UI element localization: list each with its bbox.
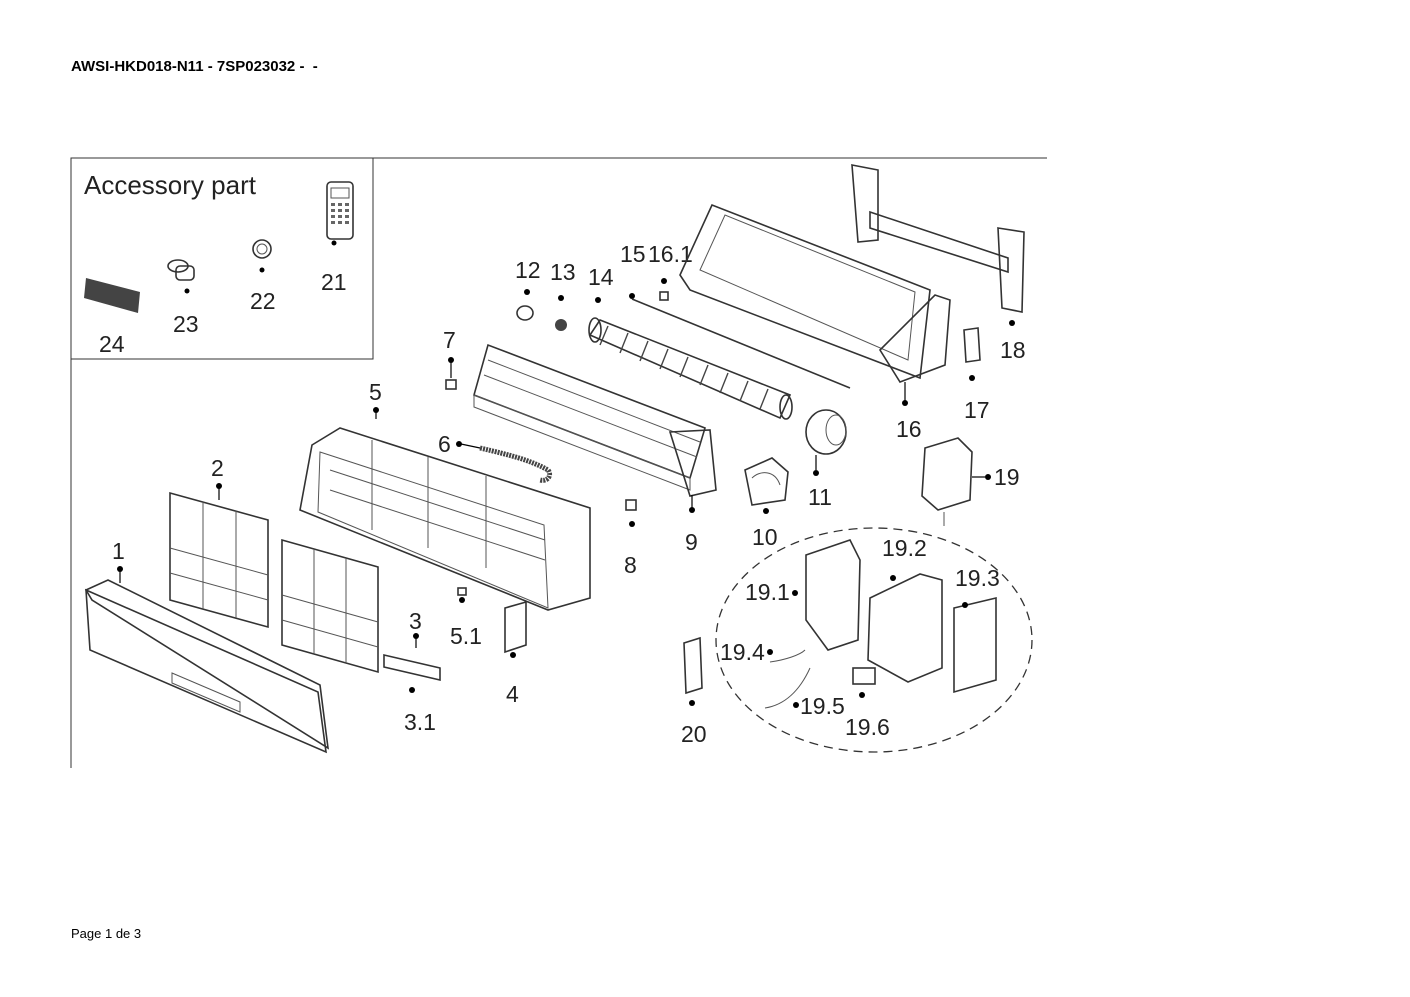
part-19-3-cover-plate [953, 596, 997, 694]
label-15: 15 [620, 241, 646, 267]
label-8: 8 [624, 552, 637, 578]
label-19-1: 19.1 [745, 579, 790, 605]
part-5-1-clip [457, 587, 467, 603]
part-1-front-panel [84, 566, 330, 754]
label-9: 9 [685, 529, 698, 555]
part-19-2-pcb [867, 573, 943, 683]
part-17-bracket [963, 327, 981, 381]
label-23: 23 [173, 311, 199, 337]
part-19-6-terminal-block [852, 667, 876, 698]
detail-ellipse [715, 527, 1033, 753]
label-20: 20 [681, 721, 707, 747]
part-24-air-freshening-filter [84, 278, 140, 313]
document-title: AWSI-HKD018-N11 - 7SP023032 - - [71, 58, 318, 75]
part-4-electric-box-cover [504, 600, 527, 658]
label-13: 13 [550, 259, 576, 285]
part-15-swing-link [629, 293, 851, 389]
part-11-fan-motor [805, 409, 847, 476]
label-10: 10 [752, 524, 778, 550]
label-19-5: 19.5 [800, 693, 845, 719]
part-23-drain-elbow [167, 259, 195, 294]
part-20-display-unit [683, 636, 703, 706]
label-17: 17 [964, 397, 990, 423]
part-22-ring [252, 239, 272, 273]
label-3: 3 [409, 608, 422, 634]
label-12: 12 [515, 257, 541, 283]
label-21: 21 [321, 269, 347, 295]
label-19-2: 19.2 [882, 535, 927, 561]
label-24: 24 [99, 331, 125, 357]
part-12-bearing-holder [516, 289, 534, 321]
part-9-evaporator [473, 343, 717, 513]
page-footer: Page 1 de 3 [71, 926, 142, 941]
label-22: 22 [250, 288, 276, 314]
part-6-drain-hose [456, 441, 553, 483]
part-13-bearing [555, 295, 567, 331]
label-19-3: 19.3 [955, 565, 1000, 591]
label-19: 19 [994, 464, 1020, 490]
part-16-1-clip [659, 278, 669, 301]
label-11: 11 [808, 484, 832, 510]
part-19-electric-control-box [921, 437, 991, 526]
label-7: 7 [443, 327, 456, 353]
part-3-display-board [383, 633, 441, 693]
part-10-motor-holder [744, 457, 789, 514]
accessory-box: Accessory part [70, 157, 374, 360]
part-19-4-sensor-wire [767, 649, 806, 663]
part-5-chassis [299, 407, 591, 611]
label-19-4: 19.4 [720, 639, 765, 665]
part-7-screw [445, 357, 457, 390]
label-19-6: 19.6 [845, 714, 890, 740]
part-8-sensor [625, 499, 637, 527]
part-16-housing [679, 203, 951, 406]
part-21-remote-controller [326, 181, 354, 246]
label-5: 5 [369, 379, 382, 405]
label-18: 18 [1000, 337, 1026, 363]
label-1: 1 [112, 538, 125, 564]
label-16: 16 [896, 416, 922, 442]
part-2-air-filter [169, 483, 379, 674]
part-14-cross-flow-fan [588, 297, 793, 420]
part-19-5-sensor-wire [764, 667, 811, 709]
part-18-installation-plate [851, 164, 1025, 326]
label-3-1: 3.1 [404, 709, 436, 735]
label-14: 14 [588, 264, 614, 290]
label-4: 4 [506, 681, 519, 707]
label-2: 2 [211, 455, 224, 481]
accessory-box-title: Accessory part [84, 170, 257, 200]
label-5-1: 5.1 [450, 623, 482, 649]
part-19-1-control-box-body [792, 539, 861, 651]
label-6: 6 [438, 431, 451, 457]
